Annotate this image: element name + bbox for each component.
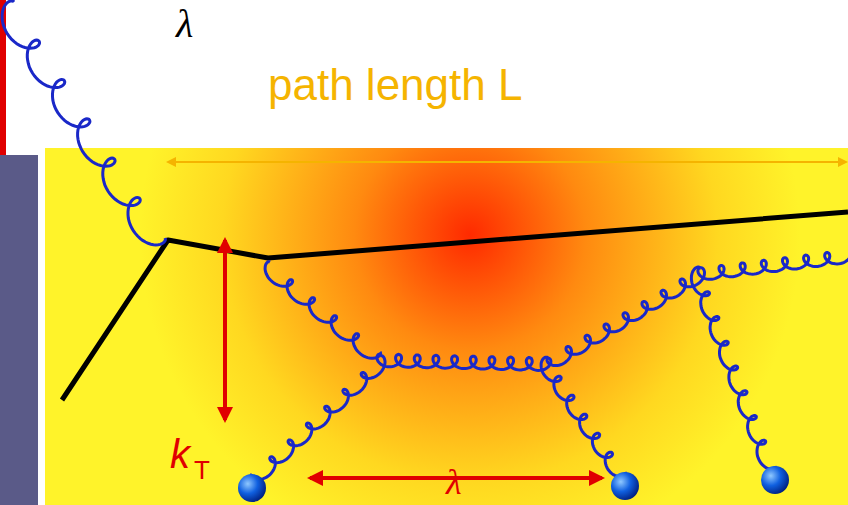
lambda-label: λ (176, 0, 193, 47)
path-length-arrow (168, 161, 846, 163)
gluon (698, 250, 848, 279)
medium (45, 148, 848, 505)
gluon-lines (2, 1, 848, 480)
gluon (2, 1, 165, 245)
gluon (265, 262, 381, 359)
path-length-label: path length L (268, 60, 522, 110)
scattering-center (238, 474, 266, 502)
kt-arrow (223, 240, 227, 420)
gluon (377, 354, 551, 370)
kt-label: k (170, 432, 190, 477)
gluon (252, 356, 386, 480)
kt-subscript: T (194, 455, 210, 486)
gluon (541, 357, 625, 476)
scattering-center (611, 472, 639, 500)
lambda-label: λ (446, 461, 462, 503)
gluon (547, 268, 705, 366)
scattering-center (761, 466, 789, 494)
slide-bar (0, 155, 38, 505)
gluon (691, 267, 775, 469)
